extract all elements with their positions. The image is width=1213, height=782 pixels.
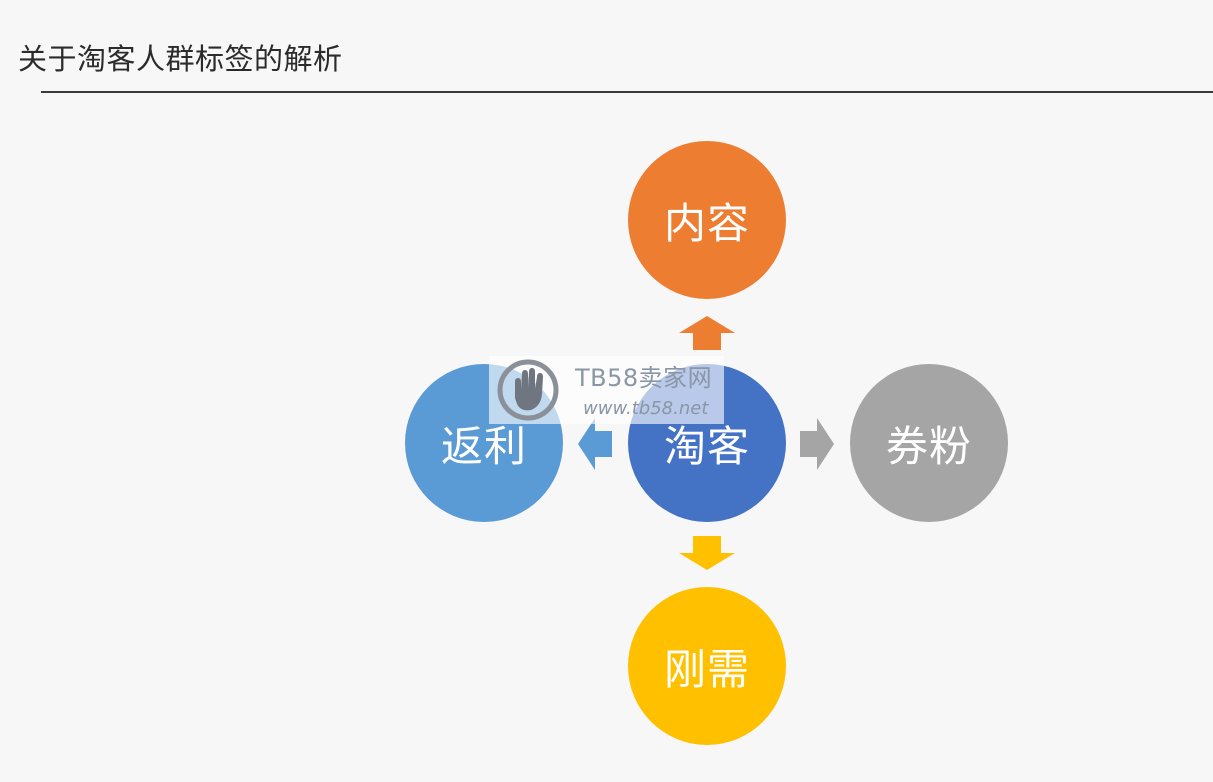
node-coupon-fans: 券粉 xyxy=(850,364,1008,522)
arrow-down-shape xyxy=(679,536,735,570)
node-taoke-label: 淘客 xyxy=(663,421,750,471)
node-rigid-demand: 刚需 xyxy=(628,587,786,745)
watermark-brand: TB58卖家网 xyxy=(575,364,713,392)
arrow-left-shape xyxy=(578,418,612,470)
hand-logo-icon xyxy=(497,359,559,421)
node-content: 内容 xyxy=(628,141,786,299)
arrow-up-shape xyxy=(679,316,735,350)
arrow-left-icon xyxy=(578,418,612,470)
arrow-down-icon xyxy=(679,536,735,570)
watermark-url: www.tb58.net xyxy=(583,398,709,419)
watermark: TB58卖家网 www.tb58.net xyxy=(489,356,724,424)
title-divider xyxy=(41,91,1213,93)
node-rigid-demand-label: 刚需 xyxy=(663,644,750,694)
node-rebate-label: 返利 xyxy=(440,421,527,471)
node-rebate: 返利 xyxy=(405,364,563,522)
node-coupon-fans-label: 券粉 xyxy=(885,421,972,471)
arrow-up-icon xyxy=(679,316,735,350)
page-title: 关于淘客人群标签的解析 xyxy=(18,42,343,76)
node-content-label: 内容 xyxy=(663,198,750,248)
arrow-right-icon xyxy=(800,418,834,470)
arrow-right-shape xyxy=(800,418,834,470)
